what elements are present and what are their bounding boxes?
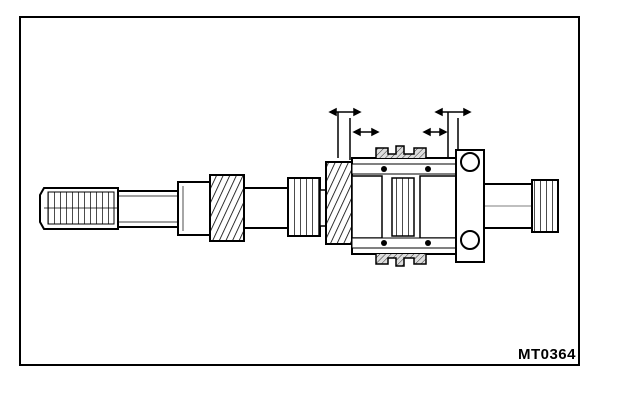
main-shaft (117, 181, 211, 236)
figure-code-label: MT0364 (517, 346, 576, 363)
synchronizer-assembly (351, 145, 457, 267)
helical-gear-first (209, 174, 245, 242)
figure-frame (19, 16, 580, 366)
splined-shaft-end (39, 187, 119, 230)
output-shaft-end (483, 179, 559, 233)
clearance-indicator-right (422, 107, 472, 158)
shaft-section (243, 187, 289, 229)
needle-bearing (287, 177, 321, 237)
clearance-indicator-left (328, 107, 380, 160)
helical-gear-second (325, 161, 353, 245)
ball-bearing (455, 149, 485, 263)
